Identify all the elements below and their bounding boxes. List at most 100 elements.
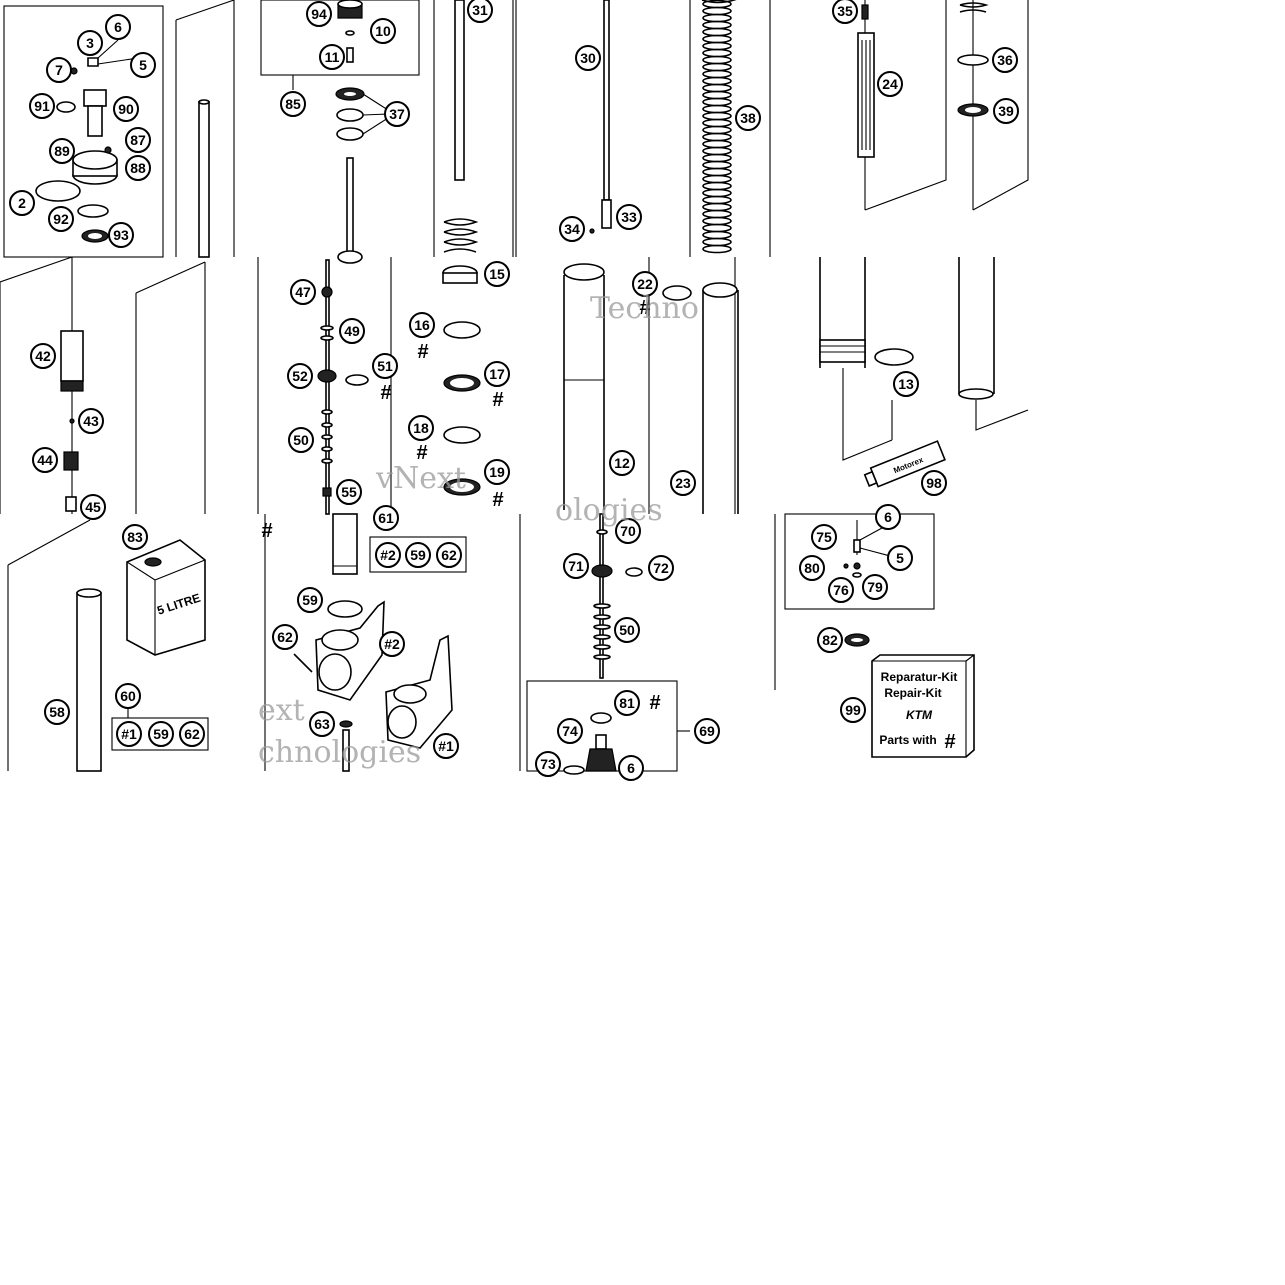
part-callout-17: 17 [484, 361, 510, 387]
spring-coil [702, 230, 732, 240]
part-callout-label: 55 [341, 484, 357, 500]
part-callout-label: 59 [302, 592, 318, 608]
tile-cap-assembly [260, 0, 420, 264]
part-callout-label: 62 [441, 547, 457, 563]
part-callout-62: 62 [179, 721, 205, 747]
repair-kit-hash-marker: # [416, 442, 427, 464]
spring-coil [702, 55, 732, 65]
part-callout-label: 13 [898, 376, 914, 392]
part-callout-13: 13 [893, 371, 919, 397]
part-callout-label: 51 [377, 358, 393, 374]
part-callout-label: 81 [619, 695, 635, 711]
part-callout-34: 34 [559, 216, 585, 242]
part-callout-80: 80 [799, 555, 825, 581]
part-callout-hash1: #1 [433, 733, 459, 759]
part-callout-label: 50 [293, 432, 309, 448]
part-callout-label: 11 [325, 49, 340, 65]
part-callout-39: 39 [993, 98, 1019, 124]
part-callout-69: 69 [694, 718, 720, 744]
part-callout-label: 15 [489, 266, 505, 282]
part-callout-59: 59 [297, 587, 323, 613]
part-callout-91: 91 [29, 93, 55, 119]
part-callout-label: 92 [53, 211, 69, 227]
part-callout-label: 76 [833, 582, 849, 598]
spring-coil [702, 174, 732, 184]
spring-coil [702, 237, 732, 247]
part-callout-73: 73 [535, 751, 561, 777]
part-callout-63: 63 [309, 711, 335, 737]
spring-coil [702, 83, 732, 93]
repair-kit-hash-marker: # [649, 692, 660, 714]
part-callout-62: 62 [272, 624, 298, 650]
part-callout-61: 61 [373, 505, 399, 531]
repair-kit-hash-marker: # [417, 341, 428, 363]
repair-kit-line4: Parts with [879, 733, 936, 747]
spring-coil [702, 97, 732, 107]
part-callout-81: 81 [614, 690, 640, 716]
part-callout-42: 42 [30, 343, 56, 369]
part-callout-label: 63 [314, 716, 330, 732]
part-callout-label: 37 [389, 106, 405, 122]
spring-coil [702, 188, 732, 198]
tile-oil-and-tube: 5 LITRE [7, 519, 209, 772]
repair-kit-hash-marker: # [639, 297, 650, 319]
part-callout-label: 47 [295, 284, 311, 300]
part-callout-10: 10 [370, 18, 396, 44]
spring-coil [702, 90, 732, 100]
part-callout-44: 44 [32, 447, 58, 473]
tile-inner-tubes: Motorex [819, 257, 1029, 488]
repair-kit-hash-marker: # [492, 389, 503, 411]
part-callout-79: 79 [862, 574, 888, 600]
part-callout-49: 49 [339, 318, 365, 344]
part-callout-6: 6 [618, 755, 644, 781]
tile-bump-stop [0, 256, 206, 514]
spring-coil [702, 244, 732, 254]
part-callout-76: 76 [828, 577, 854, 603]
tile-base-valve [519, 513, 776, 775]
repair-kit-line1: Reparatur-Kit [881, 670, 958, 684]
spring-coil [702, 111, 732, 121]
part-callout-label: 5 [896, 550, 904, 566]
part-callout-label: 59 [410, 547, 426, 563]
watermark-text: chnologies [258, 735, 421, 770]
part-callout-59: 59 [405, 542, 431, 568]
part-callout-55: 55 [336, 479, 362, 505]
part-callout-label: 70 [620, 523, 636, 539]
spring-coil [702, 13, 732, 23]
watermark-text: ext [258, 693, 305, 728]
tile-cartridge-top [3, 5, 164, 258]
spring-coil [702, 132, 732, 142]
part-callout-label: 36 [997, 52, 1013, 68]
tile-cartridge-tube [857, 0, 1029, 211]
part-callout-label: 60 [120, 688, 136, 704]
part-callout-label: 85 [285, 96, 301, 112]
part-callout-label: 82 [822, 632, 838, 648]
part-callout-label: 17 [489, 366, 505, 382]
part-callout-label: #2 [384, 636, 400, 652]
spring-coil [702, 0, 732, 9]
part-callout-23: 23 [670, 470, 696, 496]
part-callout-58: 58 [44, 699, 70, 725]
part-callout-label: 61 [378, 510, 394, 526]
spring-coil [702, 48, 732, 58]
part-callout-83: 83 [122, 524, 148, 550]
repair-kit-hash-marker: # [261, 520, 272, 542]
part-callout-label: 73 [540, 756, 556, 772]
repair-kit-hash-marker: # [492, 489, 503, 511]
part-callout-label: 22 [637, 276, 653, 292]
part-callout-label: 74 [562, 723, 578, 739]
part-callout-hash2: #2 [375, 542, 401, 568]
part-callout-5: 5 [130, 52, 156, 78]
spring-coil [702, 181, 732, 191]
part-callout-label: 52 [292, 368, 308, 384]
part-callout-72: 72 [648, 555, 674, 581]
spring-coil [702, 76, 732, 86]
part-callout-82: 82 [817, 627, 843, 653]
part-callout-label: 42 [35, 348, 51, 364]
repair-kit-hash-marker: # [380, 382, 391, 404]
part-callout-label: 5 [139, 57, 147, 73]
part-callout-label: 10 [375, 23, 391, 39]
part-callout-5: 5 [887, 545, 913, 571]
spring-coil [702, 6, 732, 16]
